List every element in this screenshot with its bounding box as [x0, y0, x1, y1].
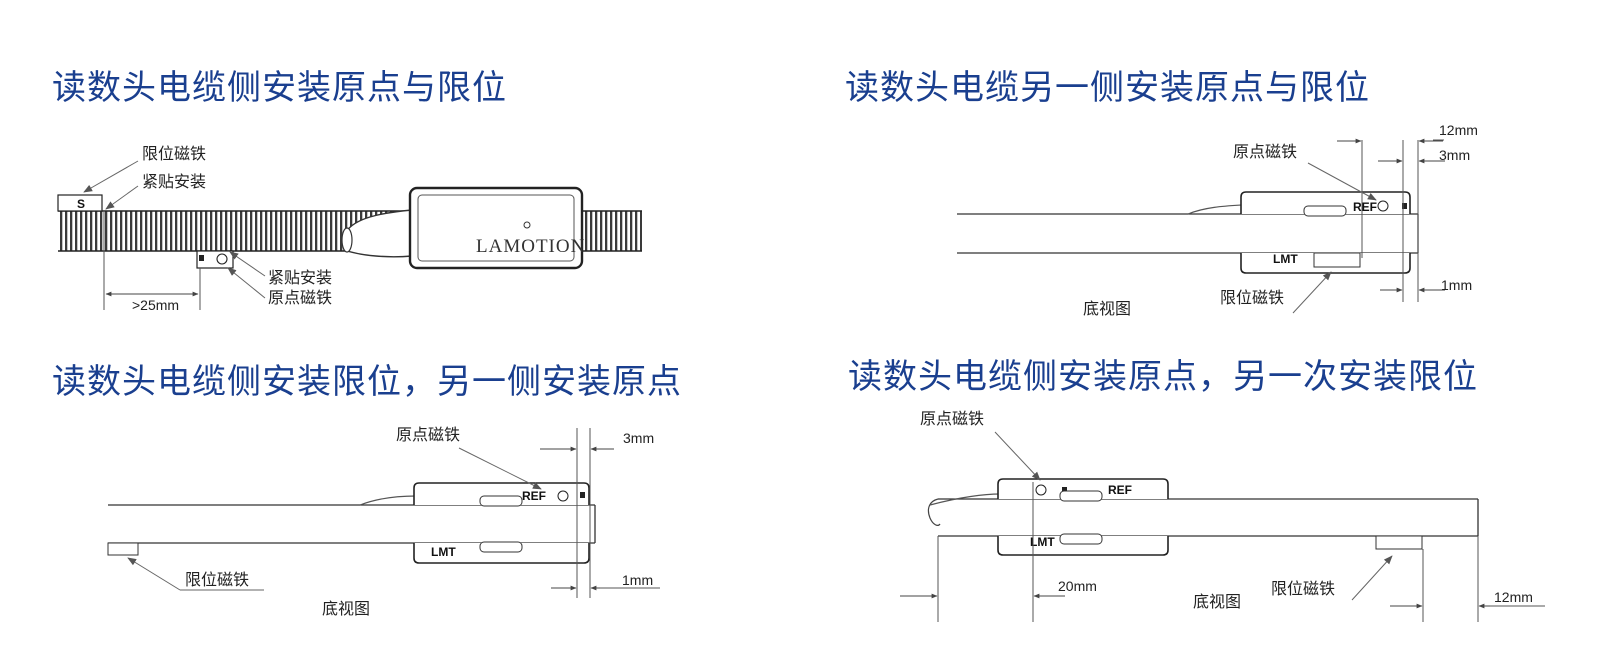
limit-magnet-block: [1375, 535, 1423, 550]
label-origin-magnet: 原点磁铁: [268, 288, 332, 307]
dim-1mm: 1mm: [622, 572, 653, 588]
read-head-bottom: [997, 536, 1169, 556]
panel-4-drawing: REF LMT 20mm 12mm 原点磁铁 限位磁铁 底视图: [900, 409, 1545, 622]
label-flush-bottom: 紧贴安装: [268, 268, 332, 287]
dim-12mm: 12mm: [1439, 122, 1478, 138]
label-flush-top: 紧贴安装: [142, 172, 206, 191]
dim-12mm: 12mm: [1494, 589, 1533, 605]
read-head-cable: [927, 498, 941, 526]
label-limit-magnet: 限位磁铁: [142, 144, 206, 163]
panel-2-drawing: REF LMT 12mm 3mm 1mm 原点磁铁 限位磁铁: [957, 122, 1478, 318]
read-head-brand: LAMOTION: [476, 236, 585, 257]
limit-magnet-block: [107, 542, 139, 556]
ref-label: REF: [1353, 200, 1377, 214]
dim-1mm: 1mm: [1441, 277, 1472, 293]
dim-20mm: 20mm: [1058, 578, 1097, 594]
dim-3mm: 3mm: [1439, 147, 1470, 163]
limit-magnet-block: [57, 194, 103, 212]
label-limit-magnet: 限位磁铁: [1271, 579, 1335, 598]
label-bottom-view: 底视图: [1083, 299, 1131, 318]
label-origin-magnet: 原点磁铁: [920, 409, 984, 428]
panel-1-title: 读数头电缆侧安装原点与限位: [52, 68, 507, 108]
read-head-top: [413, 482, 590, 505]
read-head: [408, 186, 584, 270]
panel-3-drawing: REF LMT 3mm 1mm 原点磁铁 限位磁铁 底视图: [107, 425, 660, 618]
ref-label: REF: [522, 489, 546, 503]
lmt-label: LMT: [1030, 535, 1055, 549]
label-bottom-view: 底视图: [1193, 592, 1241, 611]
dimension-25mm: >25mm: [132, 297, 179, 313]
limit-magnet-marker: S: [77, 197, 85, 211]
panel-1-drawing: S LAMOTION >25mm 限位磁铁 紧贴安装 紧贴安装: [57, 144, 642, 313]
label-origin-magnet: 原点磁铁: [1233, 142, 1297, 161]
lmt-label: LMT: [431, 545, 456, 559]
read-head-bottom: [413, 543, 590, 564]
panel-3-title: 读数头电缆侧安装限位，另一侧安装原点: [52, 362, 682, 402]
lmt-label: LMT: [1273, 252, 1298, 266]
label-origin-magnet: 原点磁铁: [396, 425, 460, 444]
label-limit-magnet: 限位磁铁: [1220, 288, 1284, 307]
read-head-top: [997, 478, 1169, 499]
panel-2-title: 读数头电缆另一侧安装原点与限位: [845, 68, 1370, 108]
ref-label: REF: [1108, 483, 1132, 497]
label-bottom-view: 底视图: [322, 599, 370, 618]
dim-3mm: 3mm: [623, 430, 654, 446]
label-limit-magnet: 限位磁铁: [185, 570, 249, 589]
panel-4-title: 读数头电缆侧安装原点，另一次安装限位: [848, 357, 1478, 397]
